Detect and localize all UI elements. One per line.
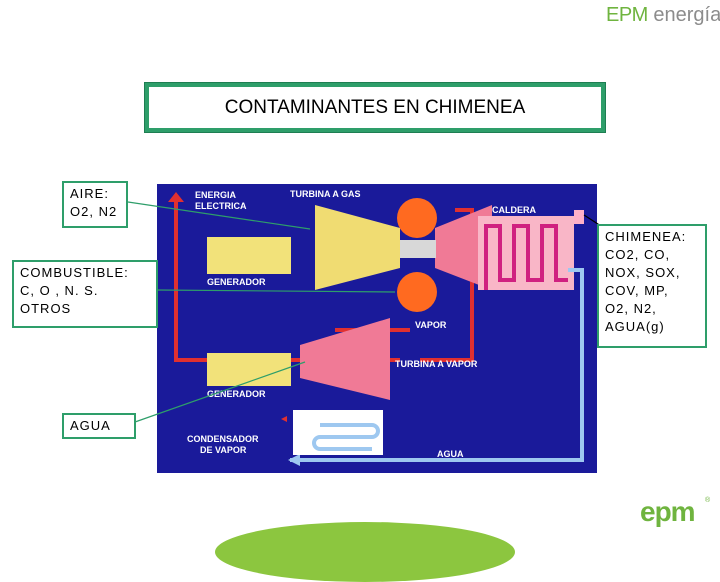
label-aire-line-1: AIRE: bbox=[70, 186, 109, 201]
generator-1-body bbox=[207, 237, 291, 274]
condenser-arrow-icon bbox=[281, 416, 287, 422]
combustor-bottom bbox=[397, 272, 437, 312]
connector-agua bbox=[134, 361, 306, 423]
pipe-boiler bbox=[420, 208, 474, 362]
epm-logo: epm bbox=[640, 496, 696, 527]
label-agua-line-1: AGUA bbox=[70, 418, 111, 433]
label-combustible-line-3: OTROS bbox=[20, 301, 72, 316]
footer-arc bbox=[215, 522, 515, 582]
page-title: CONTAMINANTES EN CHIMENEA bbox=[149, 87, 601, 128]
connector-aire bbox=[127, 201, 311, 230]
brand-epm: EPM bbox=[606, 4, 648, 26]
chimney bbox=[574, 210, 584, 224]
label-agua: AGUA bbox=[62, 413, 136, 439]
label-combustible-line-2: C, O , N. S. bbox=[20, 283, 99, 298]
label-chimenea-line-3: NOX, SOX, bbox=[605, 265, 681, 280]
epm-energia-brand: EPM energía bbox=[606, 4, 720, 27]
water-pipe bbox=[290, 268, 584, 462]
power-plant-diagram: ENERGIA ELECTRICA TURBINA A GAS CALDERA … bbox=[127, 184, 602, 473]
registered-mark: ® bbox=[705, 497, 711, 504]
plant-label-energia-2: ELECTRICA bbox=[195, 201, 247, 211]
label-combustible-line-1: COMBUSTIBLE: bbox=[20, 265, 129, 280]
condenser-coil bbox=[312, 423, 380, 451]
combustor-top bbox=[397, 198, 437, 238]
plant-label-generador-1: GENERADOR bbox=[207, 277, 266, 287]
plant-label-turbina-gas: TURBINA A GAS bbox=[290, 189, 361, 199]
gas-turbine-expander bbox=[435, 205, 492, 290]
label-chimenea-line-1: CHIMENEA: bbox=[605, 229, 687, 244]
gas-turbine-compressor bbox=[315, 205, 400, 290]
plant-label-condensador-1: CONDENSADOR bbox=[187, 434, 259, 444]
steam-turbine bbox=[300, 318, 390, 400]
label-aire-line-2: O2, N2 bbox=[70, 204, 118, 219]
plant-label-condensador-2: DE VAPOR bbox=[200, 445, 247, 455]
title-box: CONTAMINANTES EN CHIMENEA bbox=[144, 82, 606, 133]
label-chimenea-line-5: O2, N2, bbox=[605, 301, 657, 316]
label-chimenea-line-6: AGUA(g) bbox=[605, 319, 665, 334]
plant-label-turbina-vapor: TURBINA A VAPOR bbox=[395, 359, 478, 369]
label-chimenea-line-2: CO2, CO, bbox=[605, 247, 671, 262]
label-combustible: COMBUSTIBLE: C, O , N. S. OTROS bbox=[12, 260, 158, 328]
connector-combustible bbox=[156, 289, 396, 293]
plant-label-agua: AGUA bbox=[437, 449, 464, 459]
boiler-coil bbox=[484, 224, 568, 290]
plant-label-vapor: VAPOR bbox=[415, 320, 447, 330]
label-chimenea: CHIMENEA: CO2, CO, NOX, SOX, COV, MP, O2… bbox=[597, 224, 707, 348]
energy-arrow-icon bbox=[168, 192, 184, 202]
plant-label-energia-1: ENERGIA bbox=[195, 190, 237, 200]
plant-label-caldera: CALDERA bbox=[492, 205, 536, 215]
brand-energia: energía bbox=[647, 4, 720, 26]
water-arrow-icon bbox=[288, 454, 300, 466]
gas-turbine-shaft bbox=[400, 240, 436, 258]
plant-label-generador-2: GENERADOR bbox=[207, 389, 266, 399]
generator-2-body bbox=[207, 353, 291, 386]
label-aire: AIRE: O2, N2 bbox=[62, 181, 128, 228]
label-chimenea-line-4: COV, MP, bbox=[605, 283, 669, 298]
